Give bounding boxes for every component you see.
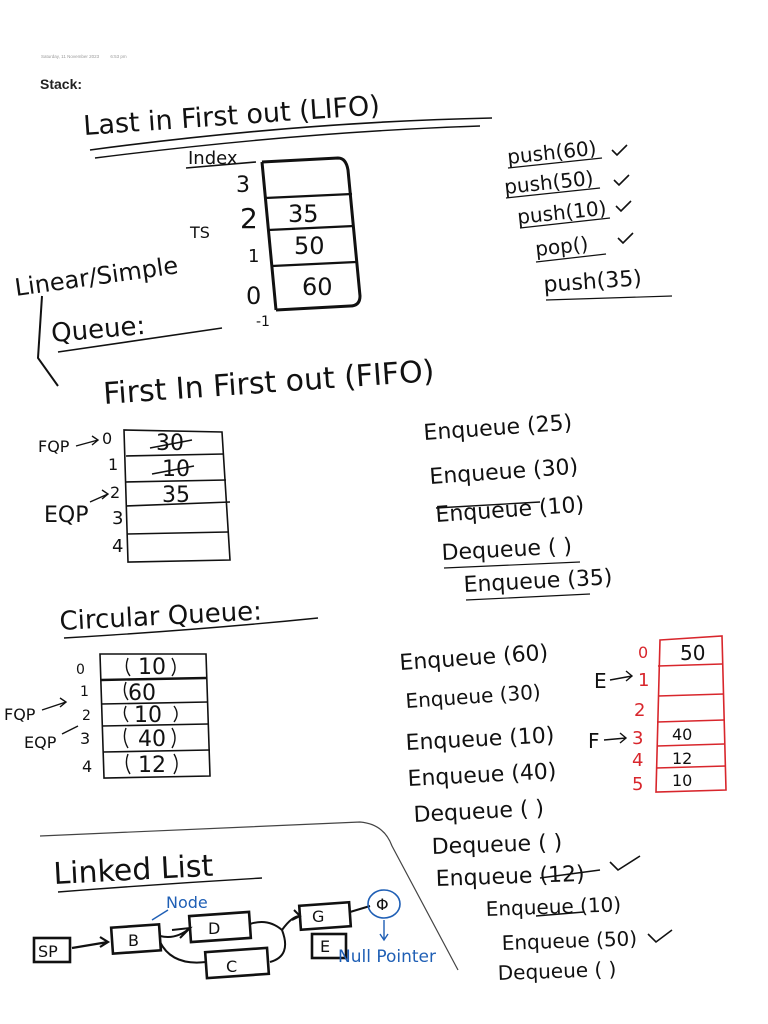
node-g: G: [312, 907, 324, 926]
stack-cell-0: 60: [302, 273, 333, 301]
cq-op-4: Enqueue (40): [407, 759, 557, 792]
ca-cell-5: 10: [672, 771, 692, 790]
start-pointer: SP: [38, 942, 58, 961]
cq-index-0: 0: [76, 662, 85, 678]
ca-index-5: 5: [632, 774, 643, 795]
stack-section: Last in First out (LIFO) Index 3 2 1 0 -…: [82, 90, 673, 330]
cq-index-3: 3: [80, 729, 90, 748]
cq-op-5: Dequeue ( ): [413, 796, 545, 828]
stack-index-2: 2: [240, 202, 258, 235]
note-timestamp: Saturday, 11 November 2023 6:53 pm: [41, 54, 127, 59]
cq-front-label: FQP: [4, 705, 36, 724]
circular-array: 0 1 2 3 4 5 50 40 12 10 E F: [588, 635, 727, 795]
linked-list-section: Linked List SP B D C G E Node Φ Null Poi…: [32, 821, 459, 980]
cq-op-8: Enqueue (10): [485, 892, 621, 921]
ca-index-4: 4: [632, 750, 643, 771]
queue-front-label: FQP: [38, 437, 70, 456]
ca-index-0: 0: [638, 643, 648, 662]
stack-op-3: push(10): [516, 196, 608, 229]
circular-queue-title: Circular Queue:: [59, 596, 263, 637]
cq-cell-3: 40: [138, 727, 166, 752]
queue-index-2: 2: [110, 483, 120, 502]
cq-op-9: Enqueue (50): [501, 926, 637, 955]
ca-f-pointer: F: [588, 729, 600, 753]
fifo-heading: First In First out (FIFO): [102, 354, 435, 412]
queue-op-5: Enqueue (35): [463, 565, 613, 598]
ca-index-1: 1: [638, 670, 649, 691]
cq-op-7: Enqueue (12): [435, 862, 585, 892]
linked-list-title: Linked List: [53, 849, 215, 892]
linear-queue-section: Linear/Simple Queue: First In First out …: [13, 251, 613, 601]
cq-cell-0: 10: [138, 655, 166, 680]
stack-cell-1: 50: [294, 232, 325, 260]
ca-e-pointer: E: [594, 669, 607, 693]
ca-cell-3: 40: [672, 725, 692, 744]
stack-index-minus-1: -1: [256, 314, 270, 330]
queue-index-1: 1: [108, 455, 118, 474]
queue-index-0: 0: [102, 429, 112, 448]
queue-index-3: 3: [112, 508, 123, 529]
ca-index-3: 3: [632, 728, 643, 749]
queue-rear-label: EQP: [44, 503, 88, 528]
linear-queue-subtitle: Queue:: [50, 311, 146, 349]
stack-op-1: push(60): [506, 136, 598, 169]
null-pointer-label: Null Pointer: [338, 947, 436, 967]
note-date: Saturday, 11 November 2023: [41, 54, 100, 59]
queue-op-1: Enqueue (25): [423, 411, 573, 446]
ca-index-2: 2: [634, 700, 645, 721]
cq-op-1: Enqueue (60): [399, 641, 549, 676]
queue-op-2: Enqueue (30): [429, 455, 579, 490]
queue-op-4: Dequeue ( ): [441, 534, 573, 566]
cq-op-10: Dequeue ( ): [497, 957, 616, 985]
node-label: Node: [166, 893, 208, 912]
queue-cell-2: 35: [162, 483, 190, 508]
cq-op-3: Enqueue (10): [405, 723, 555, 756]
cq-index-4: 4: [82, 757, 92, 776]
page-title: Stack:: [40, 76, 83, 92]
cq-op-6: Dequeue ( ): [431, 830, 562, 860]
stack-index-3: 3: [236, 173, 250, 198]
cq-cell-1: 60: [128, 681, 156, 706]
cq-index-2: 2: [82, 708, 91, 724]
node-b: B: [128, 931, 139, 950]
null-symbol: Φ: [376, 895, 389, 914]
node-c: C: [226, 957, 237, 976]
node-d: D: [208, 919, 220, 938]
top-of-stack-label: TS: [189, 223, 210, 242]
cq-index-1: 1: [80, 684, 89, 700]
ca-cell-0: 50: [680, 641, 705, 665]
note-time: 6:53 pm: [110, 54, 127, 59]
index-label: Index: [188, 148, 238, 169]
node-e: E: [320, 937, 330, 956]
stack-cell-2: 35: [288, 200, 319, 228]
stack-op-5: push(35): [543, 266, 643, 298]
ca-cell-4: 12: [672, 749, 692, 768]
stack-index-1: 1: [248, 246, 259, 267]
queue-index-4: 4: [112, 536, 123, 557]
cq-rear-label: EQP: [24, 733, 57, 752]
cq-op-2: Enqueue (30): [405, 680, 542, 713]
cq-cell-2: 10: [134, 703, 162, 728]
queue-op-3: Enqueue (10): [435, 493, 585, 528]
cq-cell-4: 12: [138, 753, 166, 778]
stack-index-0: 0: [246, 282, 261, 310]
linear-queue-title: Linear/Simple: [13, 251, 180, 302]
stack-op-4: pop(): [534, 232, 589, 261]
